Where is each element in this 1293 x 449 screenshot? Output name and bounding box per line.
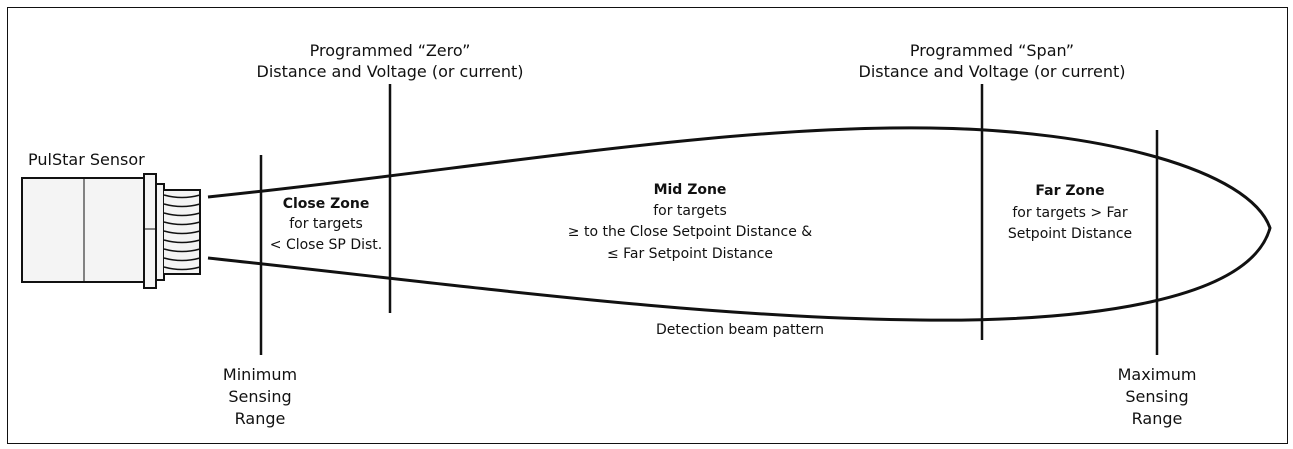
mid-zone-line1: for targets <box>653 203 727 219</box>
maximum-range-line2: Sensing <box>1125 387 1189 406</box>
zero-marker-subtitle: Distance and Voltage (or current) <box>256 62 524 81</box>
mid-zone-title: Mid Zone <box>653 182 727 198</box>
sensor-thread <box>164 189 201 275</box>
sensor-thread-ridges <box>163 194 201 271</box>
far-zone-line2: Setpoint Distance <box>1007 226 1133 242</box>
close-zone-line1: for targets <box>289 216 363 232</box>
sensor-icon <box>21 173 201 289</box>
sensor-body <box>21 177 145 283</box>
far-zone-line1: for targets > Far <box>1012 205 1128 221</box>
span-marker-title: Programmed “Span” <box>909 41 1075 60</box>
span-marker-subtitle: Distance and Voltage (or current) <box>858 62 1126 81</box>
mid-zone-line2: ≥ to the Close Setpoint Distance & <box>567 224 813 240</box>
mid-zone-line3: ≤ Far Setpoint Distance <box>606 246 774 262</box>
diagram-frame <box>7 7 1288 444</box>
maximum-range-line3: Range <box>1131 409 1183 428</box>
minimum-range-line3: Range <box>234 409 286 428</box>
sensor-collar <box>143 173 157 289</box>
close-zone-line2: < Close SP Dist. <box>269 237 383 253</box>
maximum-range-line1: Maximum <box>1117 365 1197 384</box>
sensor-label: PulStar Sensor <box>28 150 145 169</box>
close-zone-title: Close Zone <box>282 196 370 212</box>
sensor-flange <box>155 183 165 281</box>
minimum-range-line2: Sensing <box>228 387 292 406</box>
minimum-range-line1: Minimum <box>222 365 298 384</box>
detection-beam-label: Detection beam pattern <box>655 322 825 338</box>
far-zone-title: Far Zone <box>1035 183 1105 199</box>
detection-beam-outline <box>207 126 1272 322</box>
zero-marker-title: Programmed “Zero” <box>309 41 471 60</box>
